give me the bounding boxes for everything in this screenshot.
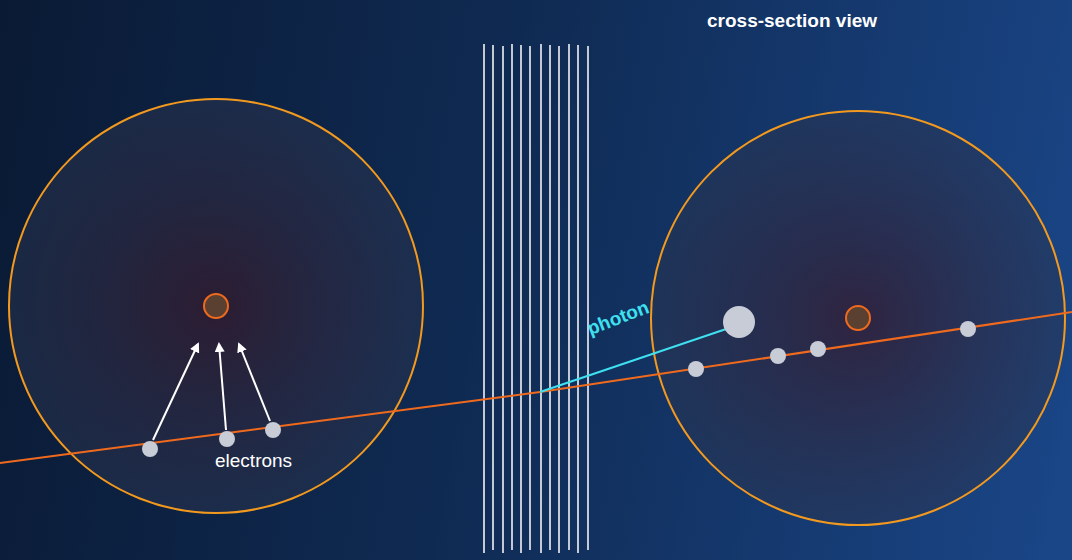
nucleus: [204, 294, 228, 318]
photon-label: photon: [584, 296, 652, 340]
electron-dots: [142, 306, 976, 457]
atom-right: [651, 111, 1065, 525]
nucleus: [846, 306, 870, 330]
atom-left: [9, 99, 423, 513]
electrons-label: electrons: [215, 450, 292, 472]
attraction-arrows: [153, 344, 270, 440]
plates: [484, 44, 588, 553]
photon-path: [540, 326, 735, 392]
view-title: cross-section view: [707, 10, 877, 32]
